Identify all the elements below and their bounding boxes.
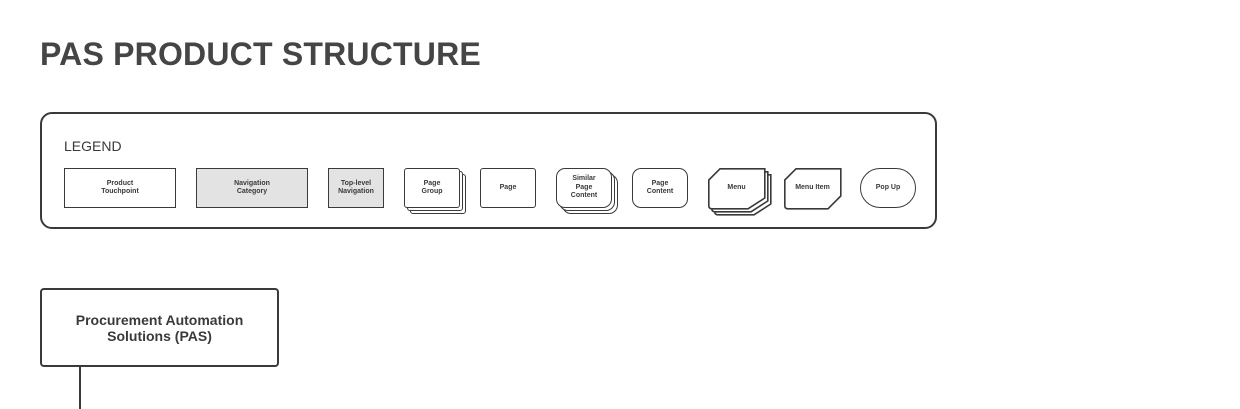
legend-label: Page Group (421, 179, 443, 196)
legend-label: Page (499, 183, 517, 191)
legend-label: Product Touchpoint (101, 179, 139, 196)
legend-label: Similar Page Content (570, 175, 598, 200)
legend-label: Navigation Category (234, 179, 270, 196)
legend-label: Pop Up (875, 183, 901, 191)
legend-page: Page (480, 168, 536, 208)
legend-panel: LEGEND Product Touchpoint Navigation Cat… (40, 112, 937, 229)
legend-label: Top-level Navigation (338, 179, 374, 196)
menu-item-label-box: Menu Item (784, 168, 841, 209)
stack-front: Similar Page Content (556, 168, 612, 208)
stack-front: Page Group (404, 168, 460, 208)
legend-page-content: Page Content (632, 168, 688, 208)
legend-product-touchpoint: Product Touchpoint (64, 168, 176, 208)
legend-similar-page-content: Similar Page Content (556, 168, 620, 216)
menu-item-shape (784, 168, 842, 210)
tree-root-label: Procurement Automation Solutions (PAS) (75, 311, 244, 344)
tree-root-node: Procurement Automation Solutions (PAS) (40, 288, 279, 367)
legend-page-group: Page Group (404, 168, 468, 216)
legend-menu: Menu (708, 168, 774, 216)
legend-navigation-category: Navigation Category (196, 168, 308, 208)
legend-label: Menu (727, 184, 746, 192)
stack-front-label: Menu (708, 168, 765, 209)
legend-title: LEGEND (64, 138, 122, 154)
legend-top-level-navigation: Top-level Navigation (328, 168, 384, 208)
page-title: PAS PRODUCT STRUCTURE (40, 36, 481, 72)
legend-label: Menu Item (795, 184, 830, 192)
legend-label: Page Content (646, 179, 674, 196)
legend-menu-item: Menu Item (784, 168, 842, 210)
legend-pop-up: Pop Up (860, 168, 916, 208)
tree-connector-line (79, 367, 81, 409)
menu-stack-shapes (708, 168, 772, 216)
